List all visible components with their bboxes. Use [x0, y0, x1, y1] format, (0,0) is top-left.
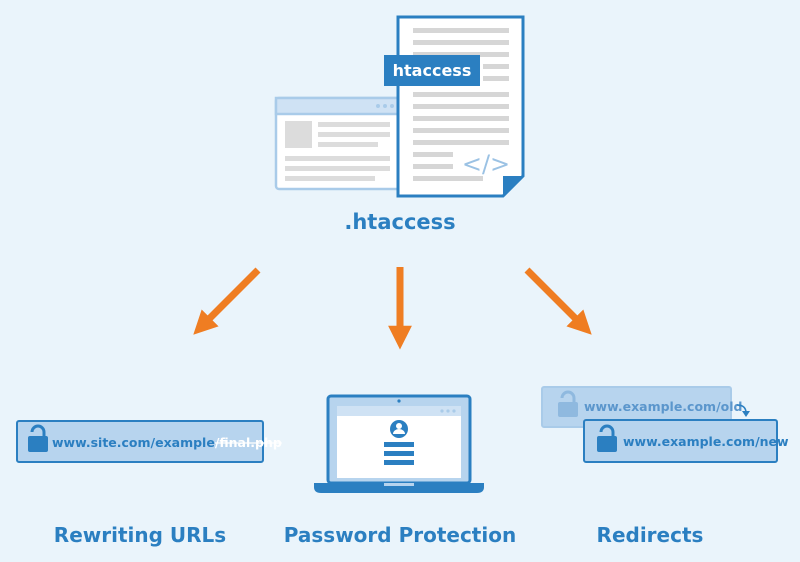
lock-icon: [597, 424, 617, 452]
redirects-label: Redirects: [596, 523, 704, 547]
arrow-icon-right: [524, 267, 592, 335]
htaccess-tag: htaccess: [384, 55, 480, 86]
password-protection-label: Password Protection: [283, 523, 517, 547]
htaccess-tag-text: htaccess: [393, 61, 472, 80]
htaccess-label: .htaccess: [344, 210, 456, 234]
laptop-icon: [314, 394, 484, 493]
browser-window-icon: [274, 96, 402, 191]
user-icon: [390, 420, 408, 438]
arrow-icon-left: [193, 267, 261, 335]
svg-text:www.site.com/example/final.php: www.site.com/example/final.php: [52, 435, 282, 450]
rewrite-url-text: www.site.com/example: [52, 435, 215, 450]
code-icon: </>: [462, 150, 510, 178]
redirect-new-url-bar: www.example.com/new: [583, 419, 789, 463]
lock-icon: [558, 390, 578, 417]
rewrite-url-bar: www.site.com/example/final.php: [16, 420, 282, 463]
rewrite-url-struck: /final.php: [215, 435, 282, 450]
redirect-old-url-bar: www.example.com/old: [541, 386, 742, 428]
lock-icon: [28, 424, 48, 452]
password-fields: [384, 442, 414, 465]
redirect-new-url: www.example.com/new: [623, 434, 789, 449]
redirect-old-url: www.example.com/old: [584, 399, 742, 414]
rewriting-urls-label: Rewriting URLs: [53, 523, 227, 547]
